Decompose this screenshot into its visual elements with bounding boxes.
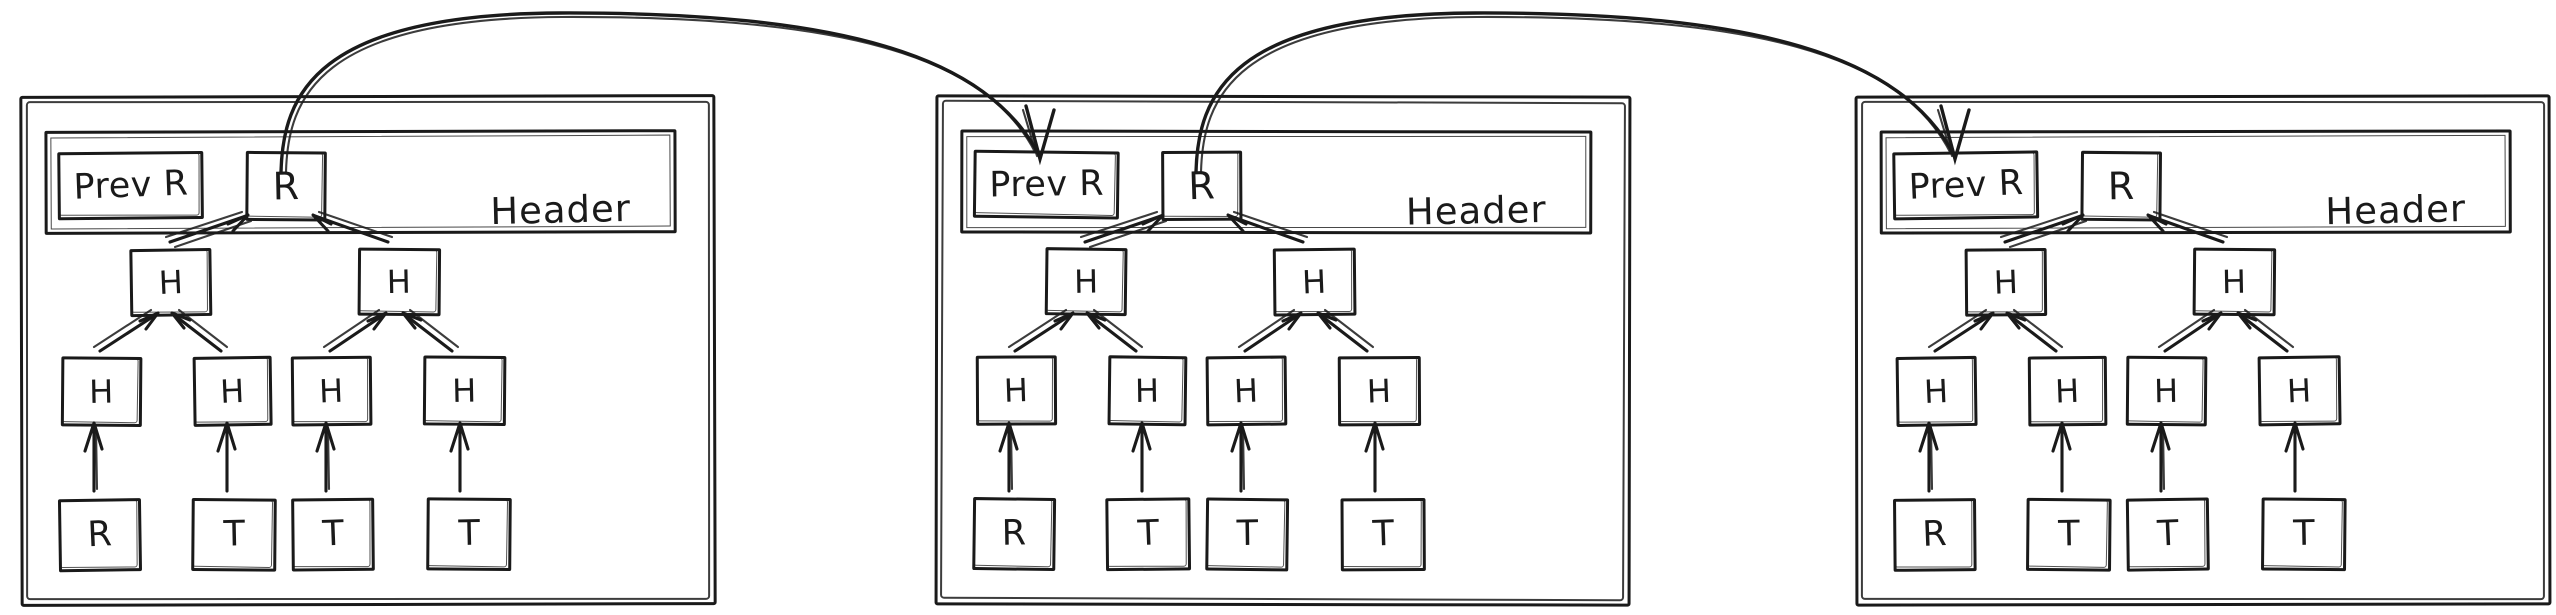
merkle-root-box: R [2080, 150, 2163, 222]
merkle-root-label: R [272, 163, 300, 209]
header-label: Header [2324, 187, 2467, 234]
hash-node-3: H [290, 355, 373, 427]
prev-root-label: Prev R [1907, 162, 2024, 208]
hash-node-right: H [2192, 247, 2277, 317]
header-label: Header [489, 186, 632, 234]
prev-root-box: Prev R [1892, 150, 2040, 221]
leaf-node-t1: T [191, 498, 277, 572]
leaf-node-t2: T [2125, 497, 2210, 572]
merkle-root-box: R [245, 150, 327, 222]
hash-node-left: H [129, 247, 213, 318]
leaf-node-r: R [1893, 498, 1977, 572]
hash-node-1: H [1895, 355, 1978, 428]
hash-node-right: H [1272, 247, 1357, 317]
leaf-node-t2: T [1205, 497, 1290, 572]
leaf-node-t3: T [1340, 497, 1426, 572]
prev-root-box: Prev R [57, 150, 204, 221]
merkle-root-label: R [1187, 163, 1216, 209]
prev-root-box: Prev R [972, 149, 1120, 220]
hash-node-left: H [1964, 247, 2048, 317]
leaf-node-r: R [972, 497, 1057, 572]
hash-node-4: H [422, 355, 507, 427]
hash-node-1: H [60, 356, 143, 428]
prev-root-label: Prev R [72, 162, 189, 208]
block-3: Header Prev R R H H H H H H R T T T [1854, 94, 2552, 607]
hash-node-2: H [1107, 355, 1188, 427]
leaf-node-r: R [57, 498, 143, 573]
prev-root-label: Prev R [988, 163, 1104, 205]
merkle-root-label: R [2107, 163, 2136, 209]
block-2: Header Prev R R H H H H H H R T T T [934, 94, 1632, 607]
hash-node-1: H [975, 355, 1058, 426]
hash-node-4: H [2257, 355, 2342, 427]
hash-node-3: H [1205, 355, 1288, 427]
hash-node-4: H [1337, 355, 1422, 427]
leaf-node-t1: T [1105, 497, 1192, 572]
block-1: Header Prev R R H H H H H H R T T T [19, 94, 717, 607]
leaf-node-t1: T [2026, 497, 2112, 572]
hash-node-left: H [1044, 247, 1128, 317]
hash-node-2: H [2027, 355, 2108, 427]
leaf-node-t2: T [291, 497, 375, 572]
hash-node-right: H [357, 247, 442, 317]
hash-node-2: H [192, 355, 273, 427]
hash-node-3: H [2125, 355, 2208, 427]
leaf-node-t3: T [2261, 497, 2347, 572]
leaf-node-t3: T [426, 497, 512, 572]
header-label: Header [1405, 187, 1548, 234]
merkle-root-box: R [1161, 150, 1243, 222]
